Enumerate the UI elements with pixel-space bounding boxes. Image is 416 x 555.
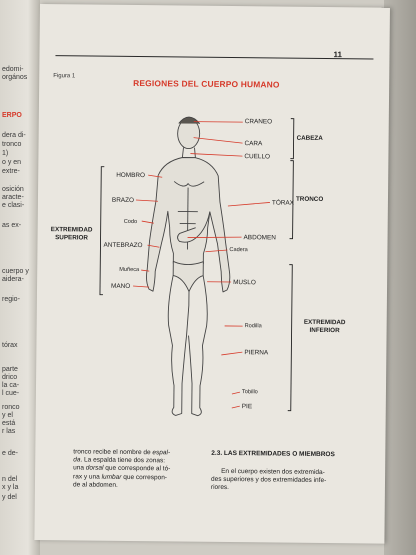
book-page: 11 Figura 1 REGIONES DEL CUERPO HUMANO [34, 4, 390, 544]
text-span: de al abdomen. [72, 481, 118, 489]
label-pie: PIE [241, 403, 253, 411]
group-cabeza: CABEZA [296, 134, 323, 142]
previous-page-fragment: ronco [2, 404, 20, 411]
previous-page-fragment: cuerpo y [2, 268, 29, 275]
previous-page-fragment: regio- [2, 296, 20, 303]
text-italic: dorsal [85, 464, 104, 473]
previous-page-fragment: aracte- [2, 194, 24, 201]
previous-page-fragment: drico [2, 374, 18, 381]
left-column-text: tronco recibe el nombre de espal- da. La… [73, 448, 223, 491]
previous-page-fragment: e de- [2, 450, 18, 457]
previous-page-fragment: orgános [2, 74, 28, 81]
text-span: En el cuerpo existen dos extremida- [221, 467, 325, 477]
label-abdomen: ABDOMEN [243, 234, 276, 242]
previous-page-fragment: 1) [2, 150, 9, 157]
previous-page-fragment: edomi- [2, 66, 24, 73]
text-span: rax y una [73, 472, 102, 481]
leader-lines [133, 121, 270, 409]
group-extremidad-inferior: EXTREMIDAD INFERIOR [303, 318, 346, 335]
previous-page-fragment: parte [2, 366, 18, 373]
previous-page-fragment: aidera- [2, 276, 24, 283]
text-span: des superiores y dos extremidades infe- [210, 476, 327, 485]
text-italic: lumbar [101, 473, 122, 481]
label-tobillo: Tobillo [241, 389, 258, 396]
label-hombro: HOMBRO [116, 171, 146, 180]
label-muneca: Muñeca [119, 266, 140, 274]
text-span: riores. [210, 484, 230, 492]
label-craneo: CRANEO [244, 118, 273, 126]
label-mano: MANO [111, 282, 131, 290]
right-column-text: En el cuerpo existen dos extremida- des … [211, 468, 371, 494]
text-span: . La espalda tiene dos zonas: [80, 456, 166, 465]
previous-page-fragment: r las [2, 428, 16, 435]
previous-page-fragment: osición [2, 186, 24, 193]
text-span: que corresponde al tó- [103, 465, 171, 473]
previous-page-fragment: tronco [2, 141, 22, 148]
label-codo: Codo [123, 218, 138, 226]
text-span: una [73, 464, 86, 472]
previous-page-fragment: está [2, 420, 16, 427]
previous-page-fragment: as ex- [2, 222, 22, 229]
label-antebrazo: ANTEBRAZO [103, 241, 143, 250]
label-torax: TÓRAX [271, 199, 294, 207]
bracket-extremidad-superior [99, 166, 105, 296]
body-figure [99, 116, 295, 417]
bracket-tronco [289, 160, 294, 240]
previous-page-fragment: y del [2, 494, 17, 501]
bracket-extremidad-inferior [287, 264, 293, 412]
label-pierna: PIERNA [244, 349, 269, 357]
previous-page-fragment: dera di- [2, 132, 26, 139]
previous-page-fragment: ERPO [2, 112, 22, 119]
label-cara: CARA [244, 140, 263, 148]
group-tronco: TRONCO [295, 195, 324, 203]
previous-page-fragment: l cue- [2, 390, 20, 397]
region-brackets [99, 118, 295, 412]
previous-page-fragment: la ca- [2, 382, 20, 389]
label-cadera: Cadera [229, 246, 248, 254]
group-extremidad-superior: EXTREMIDAD SUPERIOR [50, 226, 93, 242]
page-gutter-shadow [384, 0, 416, 555]
previous-page-fragment: y el [2, 412, 13, 419]
section-heading: 2.3. LAS EXTREMIDADES O MIEMBROS [211, 449, 335, 459]
previous-page-fragment: x y la [2, 484, 19, 491]
human-outline [146, 116, 231, 417]
text-italic: espal- [152, 449, 171, 457]
text-span: tronco recibe el nombre de [73, 448, 153, 457]
previous-page-fragment: o y en [2, 159, 22, 166]
previous-page-fragment: n del [2, 476, 18, 483]
label-brazo: BRAZO [111, 196, 134, 204]
label-rodilla: Rodilla [244, 323, 262, 330]
previous-page-fragment: extre- [2, 168, 20, 175]
previous-page-fragment: tórax [2, 342, 18, 349]
label-cuello: CUELLO [244, 153, 271, 161]
text-span: que correspon- [121, 473, 168, 481]
bracket-cabeza [290, 118, 295, 160]
label-muslo: MUSLO [233, 279, 256, 287]
previous-page-fragment: e clasi- [2, 202, 25, 209]
